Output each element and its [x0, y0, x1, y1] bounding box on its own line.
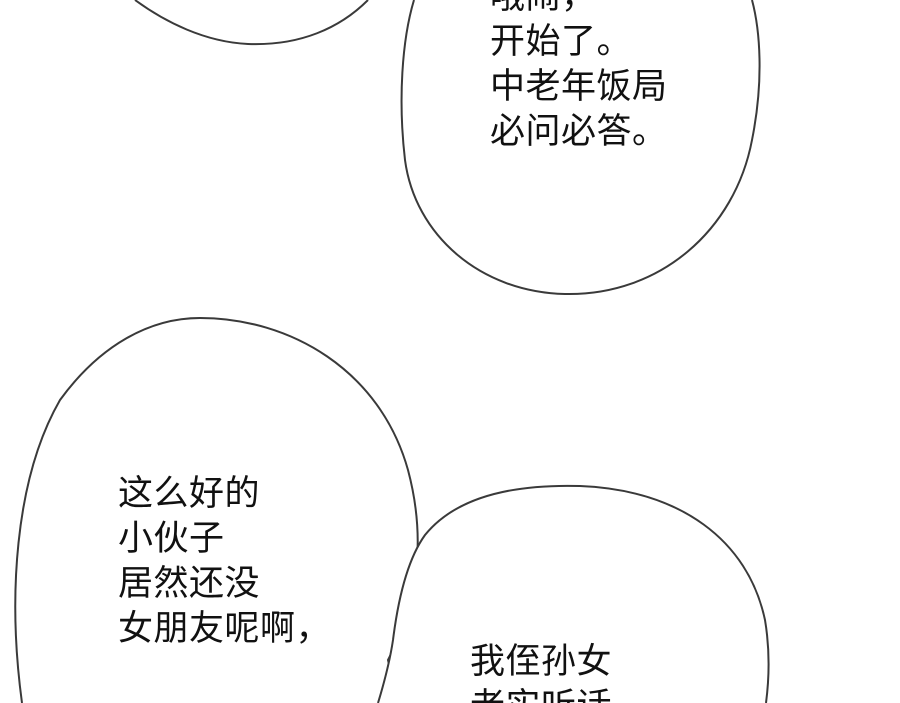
speech-line: 这么好的: [118, 474, 261, 514]
speech-line: 中老年饭局: [490, 67, 668, 107]
speech-bubble-top-left-partial: [134, 0, 369, 46]
speech-text-bottom-right: 我侄孙女 老实听话: [470, 640, 612, 703]
speech-line: 我侄孙女: [470, 642, 613, 682]
speech-bubble-bottom-right: [377, 484, 770, 703]
speech-line: 小伙子: [118, 519, 225, 559]
speech-line: 老实听话: [470, 685, 612, 703]
speech-bubble-top-right: [400, 0, 761, 296]
speech-line: 哦闹，: [490, 0, 668, 20]
speech-text-top-right: 哦闹， 开始了。 中老年饭局 必问必答。: [490, 0, 668, 155]
speech-line: 开始了。: [490, 22, 633, 62]
speech-line: 居然还没: [118, 564, 261, 604]
speech-line: 女朋友呢啊，: [118, 609, 332, 649]
speech-text-left: 这么好的 小伙子 居然还没 女朋友呢啊，: [118, 472, 331, 652]
speech-line: 必问必答。: [490, 112, 668, 152]
